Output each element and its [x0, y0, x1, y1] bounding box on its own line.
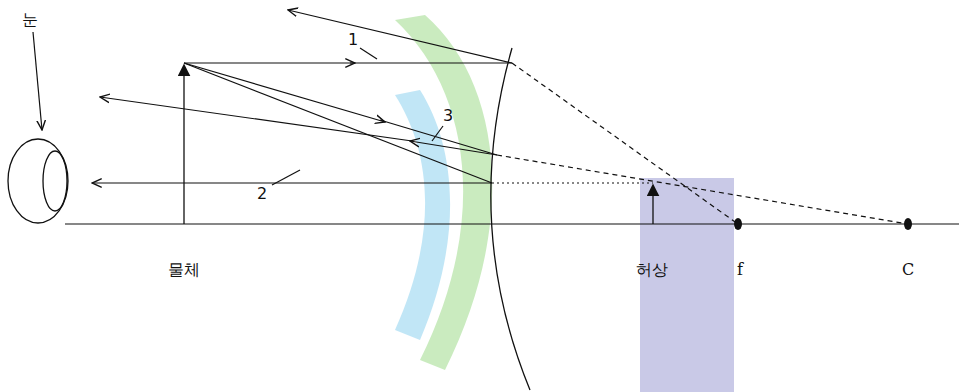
object-label: 물체 [168, 261, 200, 279]
rays [92, 10, 908, 224]
eye-label: 눈 [22, 11, 38, 29]
eye-symbol [8, 32, 68, 223]
callout-number: 1 [348, 31, 358, 49]
optical-axis [65, 223, 959, 224]
object-arrow [183, 66, 184, 224]
watermark [395, 15, 734, 392]
centre-label: C [902, 261, 914, 279]
convex-mirror [491, 48, 530, 390]
callout-number: 3 [443, 107, 453, 125]
callout-number: 2 [257, 185, 267, 203]
image-arrow [652, 186, 653, 224]
focus-label: f [737, 261, 743, 279]
focal-point [734, 218, 742, 230]
image-label: 허상 [636, 261, 668, 279]
